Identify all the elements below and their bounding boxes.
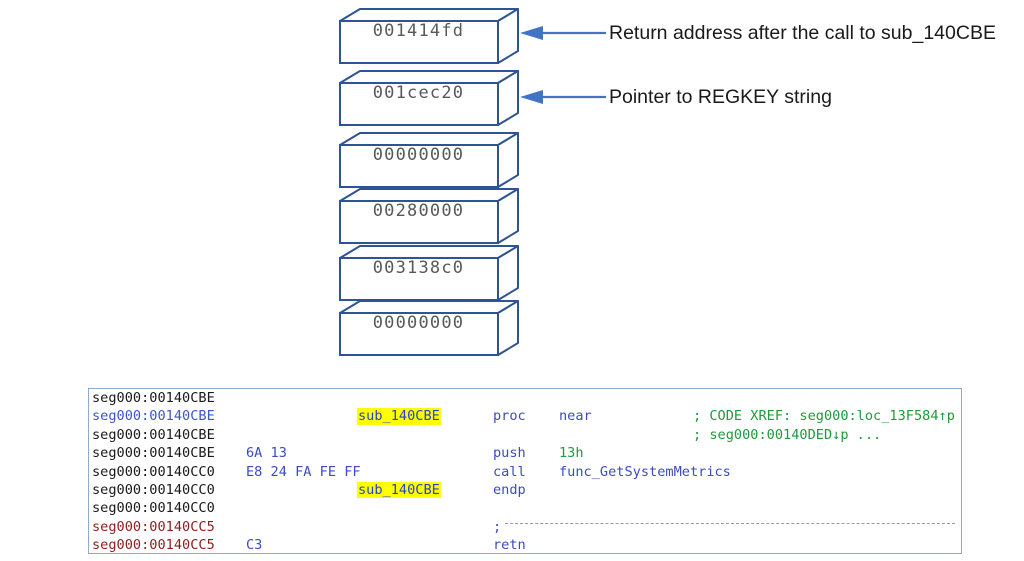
- disasm-mnemonic: retn: [493, 537, 526, 554]
- disasm-comment: ; seg000:00140DED↓p ...: [693, 426, 882, 443]
- stack-cell-box-icon: [339, 245, 519, 301]
- disasm-opcode-bytes: E8 24 FA FE FF: [246, 463, 361, 480]
- disasm-address: seg000:00140CBE: [92, 408, 215, 425]
- disasm-separator-dashes: [505, 523, 956, 525]
- disasm-symbol-name[interactable]: sub_140CBE: [357, 408, 441, 425]
- disasm-opcode-bytes: C3: [246, 537, 263, 554]
- disasm-row[interactable]: seg000:00140CBE sub_140CBE proc near ; C…: [89, 407, 961, 425]
- disasm-address: seg000:00140CBE: [92, 426, 215, 443]
- disasm-operand[interactable]: func_GetSystemMetrics: [559, 463, 731, 480]
- stack-cell-box-icon: [339, 70, 519, 126]
- disasm-comment: ; CODE XREF: seg000:loc_13F584↑p: [693, 408, 955, 425]
- stack-cell-box-icon: [339, 188, 519, 244]
- stack-cell: 00280000: [339, 188, 519, 244]
- disasm-row[interactable]: seg000:00140CC0: [89, 499, 961, 517]
- disasm-separator-line: ;: [493, 518, 959, 536]
- annotation-regkey-pointer: Pointer to REGKEY string: [609, 86, 832, 108]
- stack-cell-box-icon: [339, 132, 519, 188]
- disasm-mnemonic: push: [493, 445, 526, 462]
- disasm-row[interactable]: seg000:00140CC5 C3 retn: [89, 536, 961, 554]
- disasm-row[interactable]: seg000:00140CBE 6A 13 push 13h: [89, 444, 961, 462]
- disasm-mnemonic: endp: [493, 481, 526, 498]
- disasm-address: seg000:00140CBE: [92, 390, 215, 406]
- disasm-opcode-bytes: 6A 13: [246, 445, 287, 462]
- disasm-row[interactable]: seg000:00140CBE ; seg000:00140DED↓p ...: [89, 426, 961, 444]
- disasm-address: seg000:00140CC5: [92, 537, 215, 554]
- disasm-mnemonic: call: [493, 463, 526, 480]
- disasm-address: seg000:00140CC0: [92, 463, 215, 480]
- disasm-row[interactable]: seg000:00140CBE: [89, 389, 961, 407]
- disasm-row[interactable]: seg000:00140CC0 sub_140CBE endp: [89, 481, 961, 499]
- stack-cell: 001414fd: [339, 8, 519, 64]
- disasm-address: seg000:00140CC5: [92, 518, 215, 535]
- annotation-arrow-left-icon: [520, 90, 606, 104]
- annotation-return-address: Return address after the call to sub_140…: [609, 22, 996, 44]
- disasm-row[interactable]: seg000:00140CC5 ;: [89, 518, 961, 536]
- disasm-address: seg000:00140CC0: [92, 500, 215, 517]
- call-stack-visualization: 001414fd 001cec20 00000000 00280000: [339, 8, 996, 356]
- disasm-operand: near: [559, 408, 592, 425]
- stack-cell: 003138c0: [339, 245, 519, 301]
- stack-cell: 00000000: [339, 300, 519, 356]
- disasm-address: seg000:00140CBE: [92, 445, 215, 462]
- disasm-symbol-name[interactable]: sub_140CBE: [357, 481, 441, 499]
- disasm-address: seg000:00140CC0: [92, 481, 215, 498]
- disasm-separator-semicolon: ;: [493, 518, 502, 535]
- disasm-row[interactable]: seg000:00140CC0 E8 24 FA FE FF call func…: [89, 463, 961, 481]
- ida-disassembly-listing[interactable]: seg000:00140CBE seg000:00140CBE sub_140C…: [88, 388, 962, 554]
- stack-cell: 00000000: [339, 132, 519, 188]
- stack-cell: 001cec20: [339, 70, 519, 126]
- stack-cell-box-icon: [339, 300, 519, 356]
- stack-cell-box-icon: [339, 8, 519, 64]
- disasm-mnemonic: proc: [493, 408, 526, 425]
- disasm-operand: 13h: [559, 445, 584, 462]
- annotation-arrow-left-icon: [520, 26, 606, 40]
